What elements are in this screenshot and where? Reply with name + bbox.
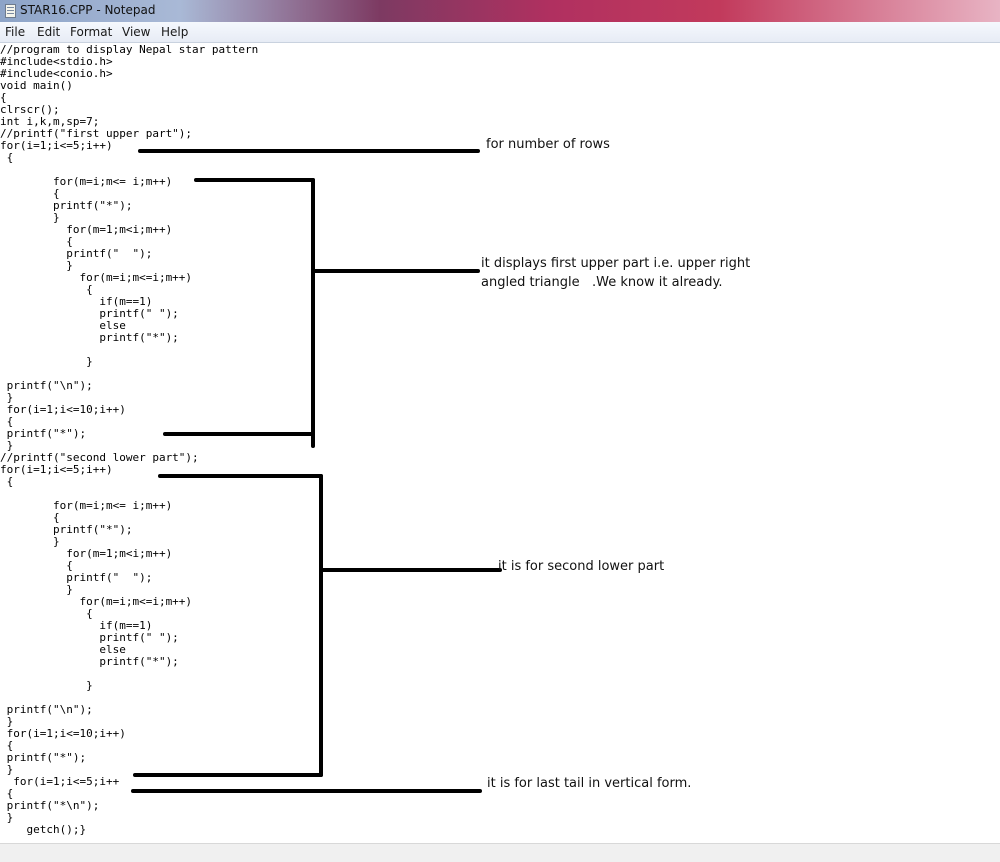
code-line: printf("*"); (0, 751, 87, 764)
code-line: //printf("second lower part"); (0, 451, 199, 464)
code-line: } (0, 763, 14, 776)
code-line: } (0, 391, 14, 404)
code-line: if(m==1) (0, 619, 153, 632)
code-line: else (0, 643, 126, 656)
menu-view[interactable]: View (122, 25, 151, 39)
note-lower: it is for second lower part (498, 559, 665, 574)
code-line: printf("*"); (0, 199, 133, 212)
code-line: { (0, 607, 93, 620)
code-line: for(i=1;i<=5;i++) (0, 139, 113, 152)
code-line: void main() (0, 79, 73, 92)
code-line: #include<conio.h> (0, 67, 113, 80)
code-line: { (0, 235, 73, 248)
note-upper-line1: it displays first upper part i.e. upper … (481, 256, 751, 271)
code-line: } (0, 259, 73, 272)
code-line: printf("*\n"); (0, 799, 100, 812)
code-line: { (0, 559, 73, 572)
menu-file[interactable]: File (5, 25, 26, 39)
menu-format[interactable]: Format (70, 25, 113, 39)
code-line: } (0, 811, 14, 824)
code-line: } (0, 439, 14, 452)
code-line: getch();} (0, 823, 87, 836)
code-line: } (0, 583, 73, 596)
code-line: printf(" "); (0, 631, 179, 644)
code-line: for(m=i;m<= i;m++) (0, 499, 173, 512)
code-line: for(m=1;m<i;m++) (0, 223, 173, 236)
code-line: } (0, 211, 60, 224)
code-line: } (0, 679, 93, 692)
notepad-icon (5, 4, 16, 18)
code-line: int i,k,m,sp=7; (0, 115, 100, 128)
note-upper-line2: angled triangle .We know it already. (481, 275, 723, 290)
code-line: printf(" "); (0, 247, 153, 260)
window-title: STAR16.CPP - Notepad (20, 3, 156, 17)
code-line: { (0, 151, 14, 164)
code-line: printf("\n"); (0, 703, 93, 716)
code-line: { (0, 187, 60, 200)
code-line: { (0, 415, 14, 428)
code-line: { (0, 91, 7, 104)
code-line: { (0, 475, 14, 488)
code-line: else (0, 319, 126, 332)
code-line: printf(" "); (0, 571, 153, 584)
code-line: #include<stdio.h> (0, 55, 113, 68)
code-line: printf("*"); (0, 655, 179, 668)
code-line: printf("\n"); (0, 379, 93, 392)
code-line: for(i=1;i<=5;i++ (0, 775, 120, 788)
code-line: { (0, 787, 14, 800)
code-line: } (0, 355, 93, 368)
code-line: printf(" "); (0, 307, 179, 320)
code-line: printf("*"); (0, 523, 133, 536)
text-editor[interactable]: //program to display Nepal star pattern#… (0, 43, 1000, 843)
code-line: for(m=1;m<i;m++) (0, 547, 173, 560)
menu-help[interactable]: Help (161, 25, 189, 39)
code-line: } (0, 715, 14, 728)
code-line: clrscr(); (0, 103, 60, 116)
status-bar (0, 843, 1000, 862)
code-line: for(i=1;i<=5;i++) (0, 463, 113, 476)
code-line: if(m==1) (0, 295, 153, 308)
code-line: { (0, 283, 93, 296)
title-bar[interactable]: STAR16.CPP - Notepad (0, 0, 1000, 22)
code-line: printf("*"); (0, 427, 87, 440)
code-line: { (0, 511, 60, 524)
code-line: printf("*"); (0, 331, 179, 344)
code-line: } (0, 535, 60, 548)
code-line: //printf("first upper part"); (0, 127, 193, 140)
note-tail: it is for last tail in vertical form. (487, 776, 692, 791)
menu-bar: File Edit Format View Help (0, 22, 1000, 43)
code-line: for(m=i;m<=i;m++) (0, 595, 193, 608)
code-line: { (0, 739, 14, 752)
code-line: //program to display Nepal star pattern (0, 43, 259, 56)
code-line: for(m=i;m<= i;m++) (0, 175, 173, 188)
menu-edit[interactable]: Edit (37, 25, 61, 39)
code-line: for(i=1;i<=10;i++) (0, 403, 126, 416)
note-rows: for number of rows (486, 137, 610, 152)
code-line: for(i=1;i<=10;i++) (0, 727, 126, 740)
code-line: for(m=i;m<=i;m++) (0, 271, 193, 284)
